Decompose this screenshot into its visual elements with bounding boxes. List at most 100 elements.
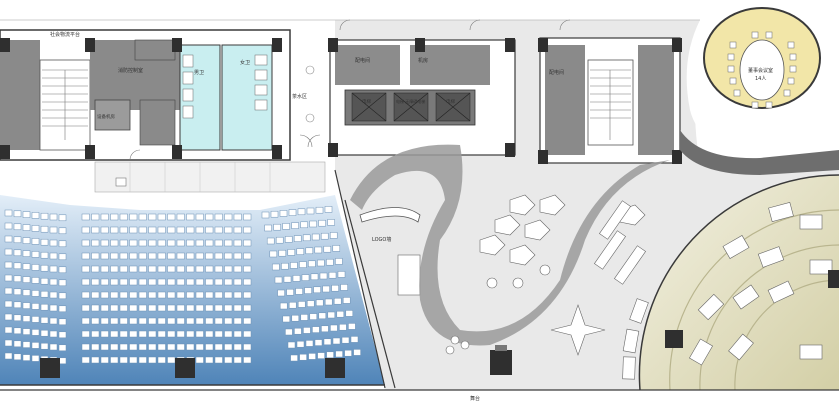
seat	[290, 262, 298, 269]
seat	[314, 246, 323, 254]
seat	[311, 233, 320, 241]
seat	[31, 303, 40, 310]
seat	[13, 275, 22, 283]
seat	[49, 291, 58, 299]
seat	[287, 249, 296, 256]
seat	[58, 253, 67, 261]
label-male-wc: 女卫	[240, 59, 250, 66]
seat	[319, 272, 328, 280]
seat	[214, 291, 223, 299]
seat	[243, 317, 252, 325]
seat	[138, 330, 147, 338]
seat	[13, 301, 22, 309]
seat	[243, 226, 252, 234]
seat	[31, 212, 40, 219]
seat	[326, 258, 334, 266]
seat	[292, 275, 301, 282]
seat	[138, 226, 147, 234]
seat	[148, 265, 157, 273]
seat	[49, 278, 58, 286]
seat	[243, 213, 252, 221]
seat	[13, 236, 22, 244]
ribbon-wall	[350, 144, 670, 346]
seat	[148, 330, 157, 338]
seat	[315, 299, 324, 307]
seat	[285, 328, 293, 336]
seat	[308, 353, 316, 360]
seat	[138, 356, 147, 364]
seat	[214, 304, 223, 312]
seat	[110, 343, 119, 351]
seat	[58, 344, 67, 352]
seat	[275, 236, 284, 244]
seat	[167, 265, 176, 273]
seat	[233, 265, 242, 273]
seat	[157, 356, 166, 364]
seat	[224, 317, 233, 325]
seat	[321, 325, 329, 333]
seat	[100, 343, 109, 351]
seat	[291, 314, 300, 322]
seat	[157, 304, 166, 312]
seat	[129, 356, 138, 364]
seat	[4, 261, 13, 269]
seat	[296, 248, 305, 255]
seat	[176, 330, 185, 338]
seat	[129, 278, 138, 286]
seat	[214, 265, 223, 273]
seat	[318, 312, 327, 320]
seat	[13, 210, 22, 218]
seat	[81, 291, 90, 299]
seat	[186, 343, 195, 351]
seat	[167, 343, 176, 351]
seat	[214, 278, 223, 286]
seat	[100, 239, 109, 247]
seat	[129, 291, 138, 299]
seat	[119, 343, 128, 351]
seat	[40, 238, 49, 246]
seat	[167, 291, 176, 299]
seat	[119, 317, 128, 325]
seat	[243, 330, 252, 338]
seat	[110, 304, 119, 312]
seat	[13, 249, 22, 257]
seat	[110, 213, 119, 221]
seat	[129, 265, 138, 273]
seat	[301, 274, 310, 281]
seat	[22, 302, 31, 309]
seat	[31, 251, 40, 258]
seat	[233, 291, 242, 299]
seat	[100, 317, 109, 325]
seat	[233, 226, 242, 234]
seat	[157, 265, 166, 273]
seat	[299, 353, 307, 361]
seat	[195, 265, 204, 273]
seat	[91, 291, 100, 299]
seat	[138, 252, 147, 260]
seat	[243, 252, 252, 260]
seat	[176, 291, 185, 299]
seat	[148, 278, 157, 286]
seat	[350, 336, 359, 343]
seat	[148, 343, 157, 351]
seat	[243, 343, 252, 351]
seat	[312, 326, 320, 333]
seat	[110, 252, 119, 260]
label-elevator-3: 电梯	[446, 98, 455, 105]
seat	[157, 226, 166, 234]
seat	[49, 226, 58, 234]
seat	[186, 304, 195, 312]
seat	[186, 317, 195, 325]
seat	[333, 297, 342, 305]
seat	[302, 234, 311, 242]
seat	[81, 265, 90, 273]
seat	[327, 311, 336, 319]
seat	[272, 263, 280, 271]
seat	[224, 226, 233, 234]
seat	[110, 330, 119, 338]
seat	[328, 271, 337, 279]
seat	[110, 356, 119, 364]
seat	[13, 262, 22, 270]
seat	[205, 304, 214, 312]
door-swings	[129, 19, 571, 161]
